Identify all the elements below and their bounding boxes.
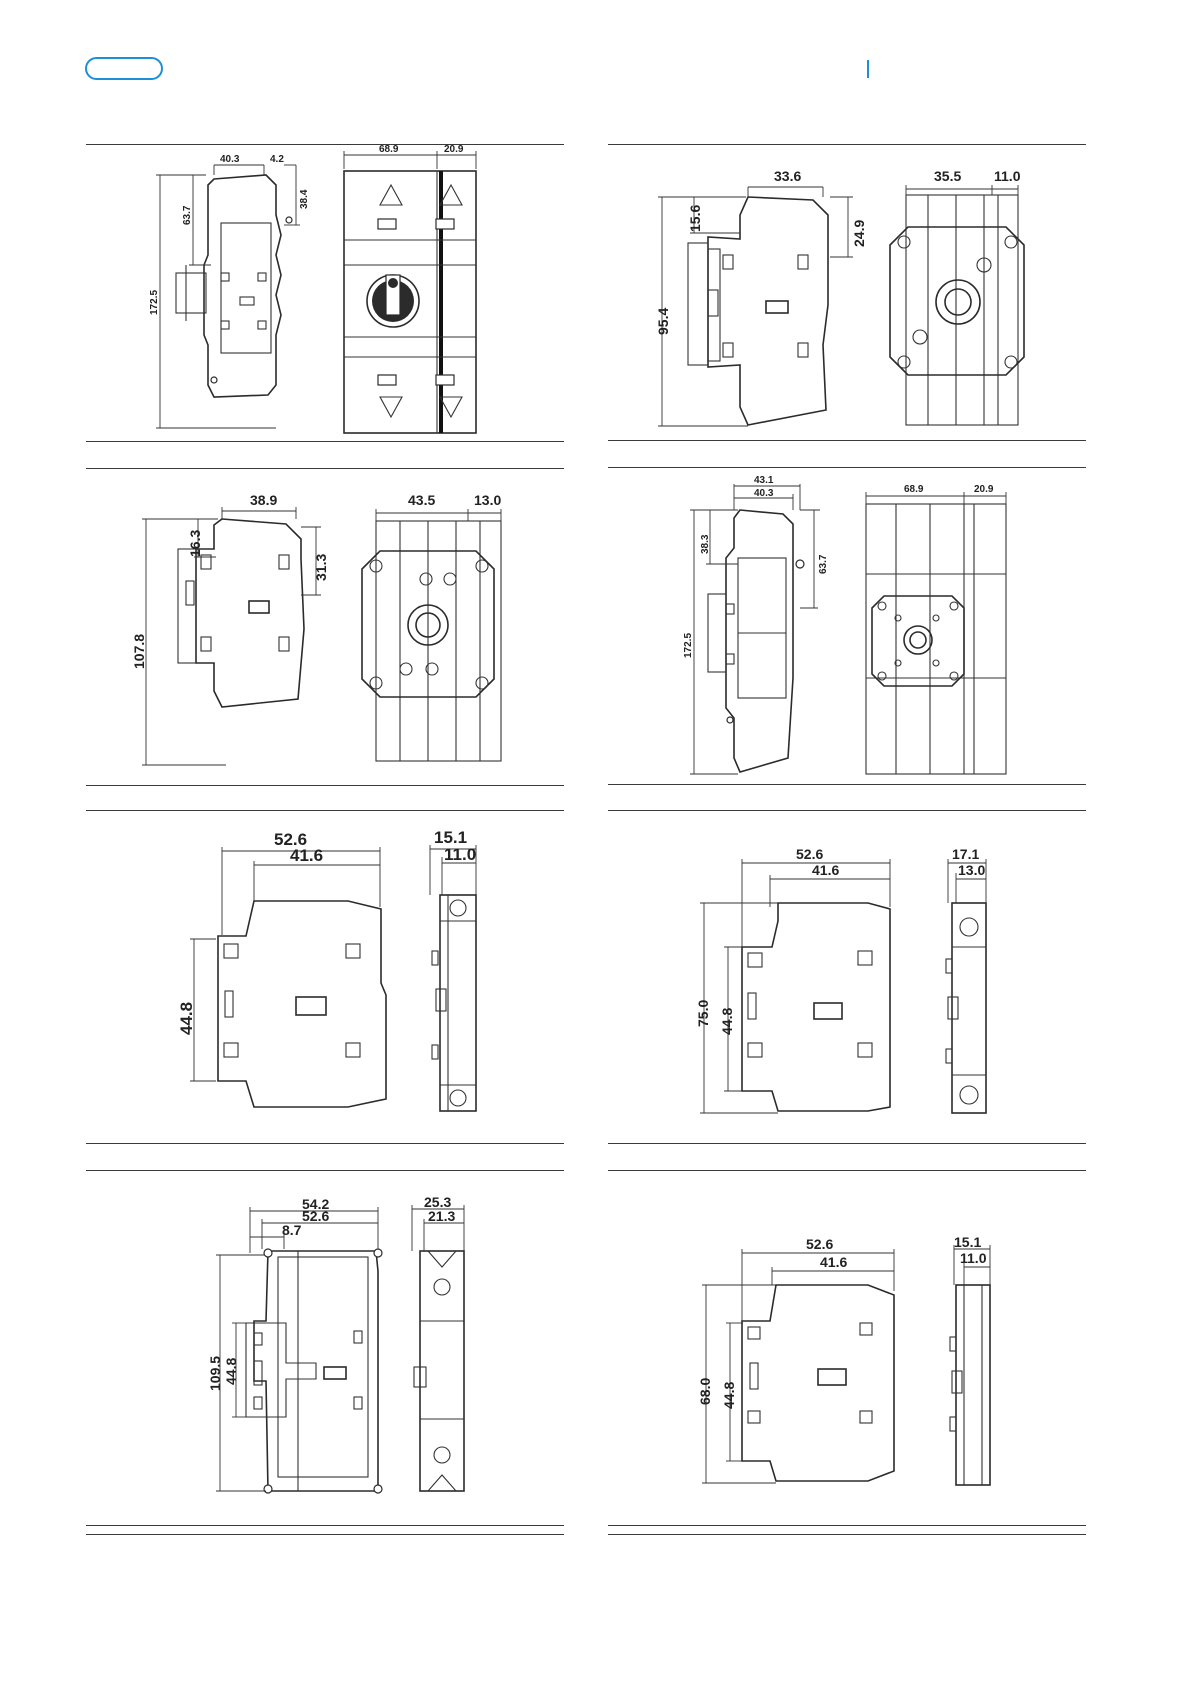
dim-label: 33.6 — [774, 168, 801, 184]
dimension-drawing-4: 43.1 40.3 38.3 63.7 172.5 68.9 20.9 — [608, 468, 1086, 786]
drawing-panel-1: 40.3 4.2 63.7 38.4 172.5 68.9 20.9 — [86, 144, 564, 442]
dim-label: 107.8 — [131, 634, 147, 669]
dimension-drawing-5: 52.6 41.6 44.8 15.1 11.0 — [86, 811, 564, 1145]
section-badge — [85, 57, 163, 80]
dim-label: 11.0 — [994, 168, 1021, 184]
dimension-drawing-1: 40.3 4.2 63.7 38.4 172.5 68.9 20.9 — [86, 145, 564, 443]
drawing-panel-2: 33.6 15.6 24.9 95.4 35.5 11.0 — [608, 144, 1086, 441]
dim-label: 68.9 — [904, 484, 924, 495]
drawing-panel-8: 52.6 41.6 68.0 44.8 15.1 11.0 — [608, 1170, 1086, 1526]
drawing-panel-4: 43.1 40.3 38.3 63.7 172.5 68.9 20.9 — [608, 467, 1086, 785]
dim-label: 21.3 — [428, 1208, 455, 1224]
dim-label: 31.3 — [313, 554, 329, 581]
dimension-drawing-2: 33.6 15.6 24.9 95.4 35.5 11.0 — [608, 145, 1086, 442]
dim-label: 52.6 — [796, 846, 823, 862]
dim-label: 43.1 — [754, 475, 774, 486]
dim-label: 15.1 — [954, 1234, 981, 1250]
dim-label: 172.5 — [683, 633, 694, 658]
dim-label: 20.9 — [444, 144, 464, 155]
drawing-panel-6: 52.6 41.6 75.0 44.8 17.1 13.0 — [608, 810, 1086, 1144]
dim-label: 44.8 — [223, 1358, 239, 1385]
header-marker — [867, 60, 869, 78]
dim-label: 35.5 — [934, 168, 961, 184]
dim-label: 75.0 — [695, 1000, 711, 1027]
drawing-panel-7: 54.2 52.6 8.7 109.5 44.8 25.3 21.3 — [86, 1170, 564, 1526]
dim-label: 63.7 — [818, 554, 829, 574]
dim-label: 44.8 — [177, 1002, 196, 1035]
dim-label: 109.5 — [207, 1356, 223, 1391]
dim-label: 20.9 — [974, 484, 994, 495]
dimension-drawing-7: 54.2 52.6 8.7 109.5 44.8 25.3 21.3 — [86, 1171, 564, 1527]
dim-label: 41.6 — [820, 1254, 847, 1270]
dim-label: 95.4 — [655, 308, 671, 335]
dim-label: 13.0 — [958, 862, 985, 878]
dim-label: 11.0 — [444, 845, 476, 864]
dim-label: 52.6 — [806, 1236, 833, 1252]
dim-label: 44.8 — [719, 1008, 735, 1035]
dim-label: 13.0 — [474, 492, 501, 508]
dimension-drawing-3: 38.9 16.3 31.3 107.8 43.5 13.0 — [86, 469, 564, 787]
dim-label: 172.5 — [149, 290, 160, 315]
dim-label: 44.8 — [721, 1382, 737, 1409]
dim-label: 16.3 — [187, 530, 203, 557]
dim-label: 68.9 — [379, 144, 399, 155]
dim-label: 63.7 — [182, 205, 193, 225]
dim-label: 40.3 — [220, 154, 240, 165]
dim-label: 38.3 — [700, 534, 711, 554]
dim-label: 41.6 — [290, 846, 323, 865]
dim-label: 24.9 — [851, 220, 867, 247]
bottom-rule-right — [608, 1534, 1086, 1535]
dimension-drawing-6: 52.6 41.6 75.0 44.8 17.1 13.0 — [608, 811, 1086, 1145]
bottom-rule-left — [86, 1534, 564, 1535]
dim-label: 15.6 — [687, 205, 703, 232]
dim-label: 41.6 — [812, 862, 839, 878]
dim-label: 17.1 — [952, 846, 979, 862]
dimension-drawing-8: 52.6 41.6 68.0 44.8 15.1 11.0 — [608, 1171, 1086, 1527]
dim-label: 52.6 — [302, 1208, 329, 1224]
drawing-panel-5: 52.6 41.6 44.8 15.1 11.0 — [86, 810, 564, 1144]
dim-label: 8.7 — [282, 1222, 302, 1238]
dim-label: 4.2 — [270, 154, 284, 165]
dim-label: 38.9 — [250, 492, 277, 508]
dim-label: 68.0 — [697, 1378, 713, 1405]
dim-label: 38.4 — [299, 189, 310, 209]
dim-label: 11.0 — [960, 1250, 987, 1266]
dim-label: 40.3 — [754, 488, 774, 499]
drawing-panel-3: 38.9 16.3 31.3 107.8 43.5 13.0 — [86, 468, 564, 786]
dim-label: 43.5 — [408, 492, 435, 508]
